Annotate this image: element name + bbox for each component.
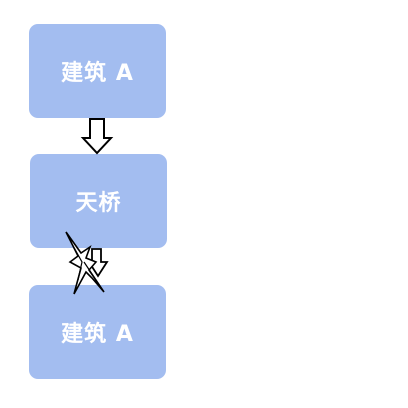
node-skybridge: 天桥 bbox=[30, 154, 167, 248]
node-label: 建筑 A bbox=[61, 61, 134, 86]
down-arrow-icon bbox=[80, 118, 114, 155]
node-label: 建筑 A bbox=[61, 322, 134, 347]
node-label: 天桥 bbox=[75, 191, 122, 216]
node-building-a-bottom: 建筑 A bbox=[29, 285, 166, 379]
node-building-a-top: 建筑 A bbox=[29, 24, 166, 118]
